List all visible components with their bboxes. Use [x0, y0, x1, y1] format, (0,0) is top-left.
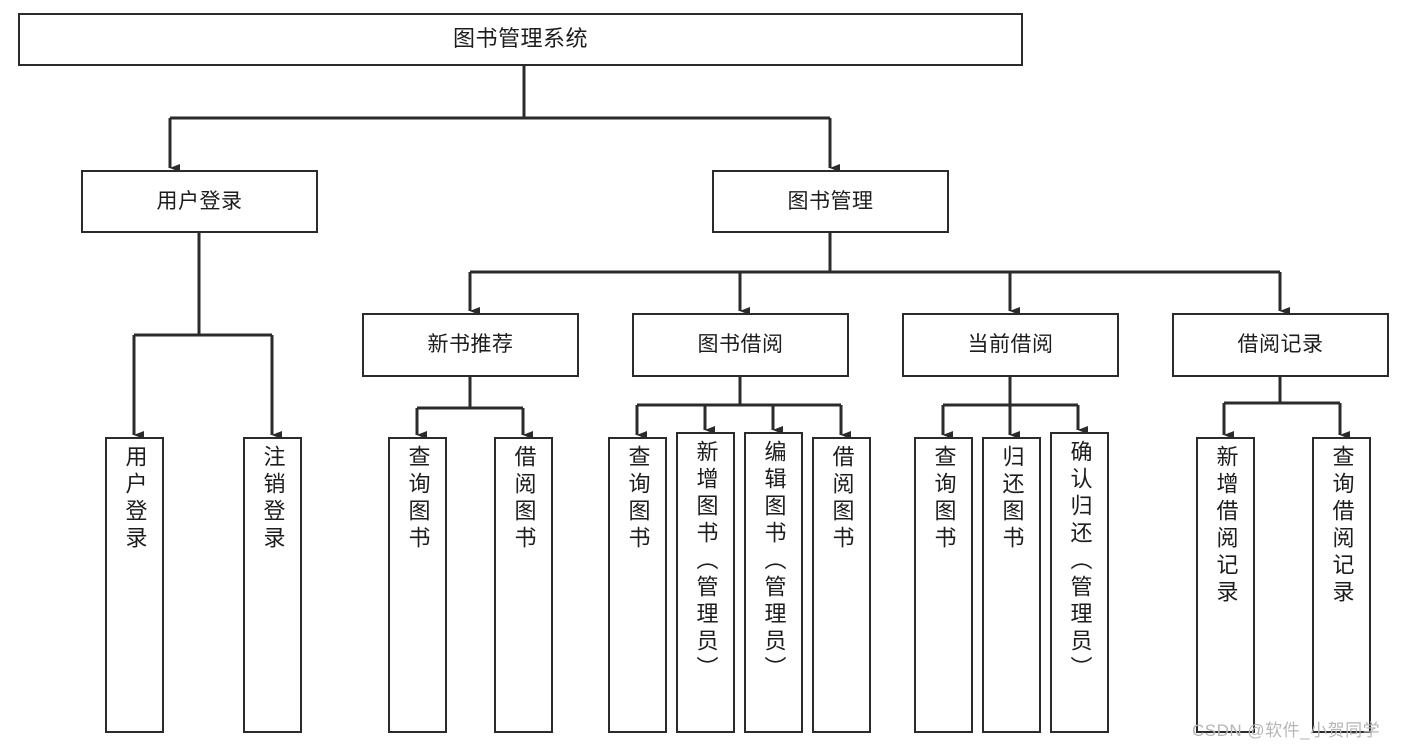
leaf-current-borrow-return[interactable]: 归还图书 [982, 437, 1041, 733]
leaf-new-book-query[interactable]: 查询图书 [388, 437, 447, 733]
leaf-book-borrow-add-admin[interactable]: 新增图书（管理员） [676, 432, 735, 733]
node-label: 编辑图书（管理员） [761, 440, 787, 683]
node-label: 借阅图书 [829, 445, 855, 553]
node-label: 图书管理系统 [452, 26, 588, 52]
leaf-user-login-signout[interactable]: 注销登录 [243, 437, 302, 733]
node-label: 新增图书（管理员） [693, 440, 719, 683]
node-user-login[interactable]: 用户登录 [81, 170, 318, 233]
node-current-borrow[interactable]: 当前借阅 [902, 313, 1119, 377]
node-label: 借阅图书 [511, 445, 537, 553]
node-root-book-management-system[interactable]: 图书管理系统 [18, 13, 1023, 66]
node-label: 查询借阅记录 [1329, 445, 1355, 607]
node-label: 新增借阅记录 [1213, 445, 1239, 607]
leaf-current-borrow-query[interactable]: 查询图书 [914, 437, 973, 733]
node-label: 借阅记录 [1237, 333, 1324, 357]
node-label: 当前借阅 [967, 333, 1054, 357]
node-label: 图书管理 [787, 189, 874, 213]
leaf-book-borrow-borrow[interactable]: 借阅图书 [812, 437, 871, 733]
csdn-watermark: CSDN @软件_小贺同学 [1192, 721, 1381, 740]
leaf-new-book-borrow[interactable]: 借阅图书 [494, 437, 553, 733]
node-label: 查询图书 [931, 445, 957, 553]
leaf-borrow-record-query[interactable]: 查询借阅记录 [1312, 437, 1371, 733]
node-label: 归还图书 [999, 445, 1025, 553]
leaf-borrow-record-add[interactable]: 新增借阅记录 [1196, 437, 1255, 733]
leaf-book-borrow-query[interactable]: 查询图书 [608, 437, 667, 733]
leaf-book-borrow-edit-admin[interactable]: 编辑图书（管理员） [744, 432, 803, 733]
leaf-current-borrow-confirm-admin[interactable]: 确认归还（管理员） [1050, 432, 1109, 733]
node-label: 用户登录 [156, 189, 243, 213]
node-label: 注销登录 [260, 445, 286, 553]
node-borrow-record[interactable]: 借阅记录 [1172, 313, 1389, 377]
node-label: 查询图书 [625, 445, 651, 553]
node-book-management[interactable]: 图书管理 [712, 170, 949, 233]
node-label: 确认归还（管理员） [1067, 440, 1093, 683]
node-label: 新书推荐 [427, 333, 514, 357]
node-label: 图书借阅 [697, 333, 784, 357]
node-new-book-recommend[interactable]: 新书推荐 [362, 313, 579, 377]
node-label: 查询图书 [405, 445, 431, 553]
leaf-user-login-signin[interactable]: 用户登录 [105, 437, 164, 733]
node-label: 用户登录 [122, 445, 148, 553]
node-book-borrow[interactable]: 图书借阅 [632, 313, 849, 377]
